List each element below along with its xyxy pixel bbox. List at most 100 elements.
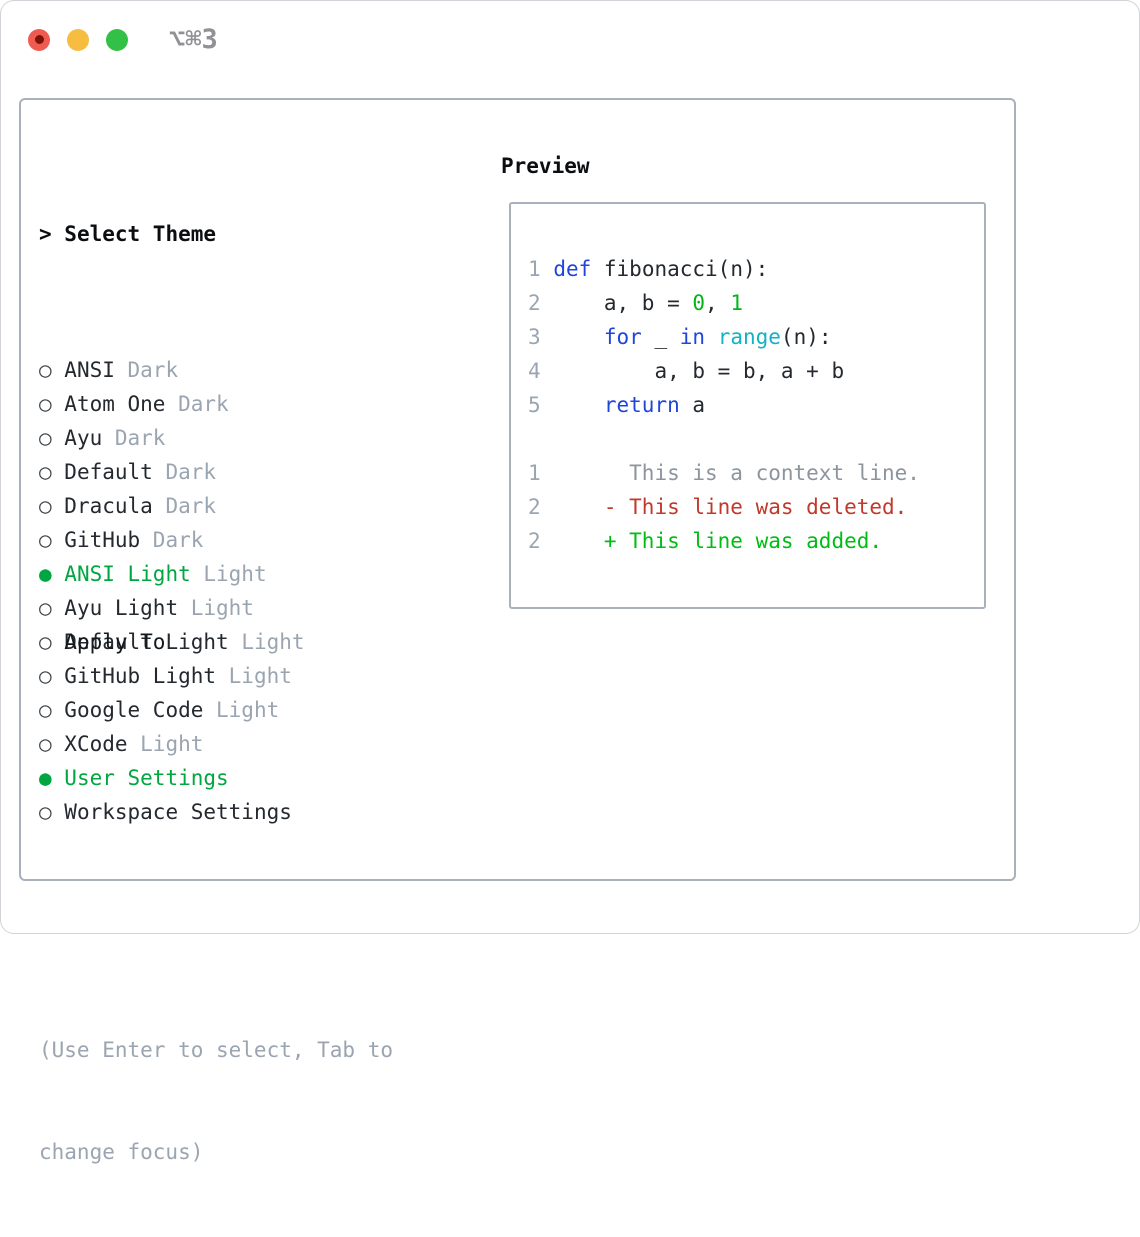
radio-icon: ○	[39, 596, 65, 620]
apply-to-list: ● User Settings○ Workspace Settings	[39, 761, 393, 824]
theme-option-xcode[interactable]: ○ XCode Light	[39, 727, 393, 761]
radio-icon: ○	[39, 494, 65, 518]
theme-name: ANSI	[64, 358, 115, 382]
page-title: Select Theme	[64, 222, 217, 246]
text-segment: 0	[692, 291, 706, 315]
text-segment	[541, 291, 604, 315]
radio-icon: ○	[39, 460, 65, 484]
theme-variant: Light	[216, 664, 292, 688]
prompt-caret: >	[39, 222, 65, 246]
titlebar: ⌥⌘3	[28, 26, 218, 53]
radio-icon: ○	[39, 698, 65, 722]
text-segment: return	[603, 393, 680, 417]
theme-variant: Dark	[152, 460, 217, 484]
preview-line-code-5: 5 return a	[528, 388, 920, 422]
preview-line-blank-6	[528, 422, 920, 456]
theme-name: Ayu	[64, 426, 103, 450]
hint-text-line-1: (Use Enter to select, Tab to	[39, 1038, 394, 1062]
theme-option-ansi-light[interactable]: ● ANSI Light Light	[39, 557, 393, 591]
select-theme-header: > Select Theme	[39, 217, 393, 251]
text-segment: - This line was deleted.	[603, 495, 908, 519]
apply-option-workspace-settings[interactable]: ○ Workspace Settings	[39, 795, 393, 829]
theme-name: Default Light	[64, 630, 229, 654]
text-segment: def	[553, 257, 592, 281]
theme-variant: Dark	[102, 426, 166, 450]
text-segment: 3	[528, 325, 541, 349]
text-segment: 1	[528, 257, 541, 281]
theme-option-ansi[interactable]: ○ ANSI Dark	[39, 353, 393, 387]
theme-option-default-light[interactable]: ○ Default Light Light	[39, 625, 393, 659]
spacer	[39, 897, 393, 931]
theme-option-default[interactable]: ○ Default Dark	[39, 455, 393, 489]
radio-selected-icon: ●	[39, 766, 65, 790]
text-segment: a, b =	[603, 291, 693, 315]
theme-list: ○ ANSI Dark○ Atom One Dark○ Ayu Dark○ De…	[39, 353, 393, 756]
radio-selected-icon: ●	[39, 562, 65, 586]
radio-icon: ○	[39, 664, 65, 688]
theme-name: ANSI Light	[64, 562, 191, 586]
preview-line-code-4: 4 a, b = b, a + b	[528, 354, 920, 388]
apply-option-label: User Settings	[64, 766, 229, 790]
preview-line-code-2: 2 a, b = 0, 1	[528, 286, 920, 320]
text-segment	[541, 257, 554, 281]
theme-variant: Dark	[165, 392, 229, 416]
theme-name: Default	[64, 460, 153, 484]
apply-option-user-settings[interactable]: ● User Settings	[39, 761, 393, 795]
close-button[interactable]	[28, 28, 50, 51]
preview-line-deleted-8: 2 - This line was deleted.	[528, 490, 920, 524]
theme-option-google-code[interactable]: ○ Google Code Light	[39, 693, 393, 727]
text-segment: ,	[705, 291, 731, 315]
text-segment: _	[641, 325, 680, 349]
apply-to-header: Apply To	[64, 630, 166, 654]
theme-name: GitHub Light	[64, 664, 217, 688]
theme-name: Ayu Light	[64, 596, 179, 620]
theme-name: Google Code	[64, 698, 204, 722]
theme-name: GitHub	[64, 528, 141, 552]
preview-line-context-7: 1 This is a context line.	[528, 456, 920, 490]
text-segment: fibonacci(n):	[591, 257, 769, 281]
theme-option-github-light[interactable]: ○ GitHub Light Light	[39, 659, 393, 693]
text-segment	[541, 529, 604, 553]
theme-name: Atom One	[64, 392, 166, 416]
text-segment: 2	[528, 495, 541, 519]
theme-section: > Select Theme ○ ANSI Dark○ Atom One Dar…	[39, 149, 393, 1237]
preview-line-code-3: 3 for _ in range(n):	[528, 320, 920, 354]
text-segment	[541, 325, 604, 349]
theme-name: Dracula	[64, 494, 153, 518]
theme-variant: Light	[203, 698, 280, 722]
theme-option-atom-one[interactable]: ○ Atom One Dark	[39, 387, 393, 421]
radio-icon: ○	[39, 392, 65, 416]
app-window: ⌥⌘3 > Select Theme ○ ANSI Dark○ Atom One…	[0, 0, 1140, 1164]
text-segment: in	[679, 325, 706, 349]
text-segment: range	[717, 325, 781, 349]
theme-variant: Dark	[152, 494, 217, 518]
text-segment: 4	[528, 359, 541, 383]
hint-text-line-2: change focus)	[39, 1140, 204, 1164]
text-segment: a	[679, 393, 706, 417]
theme-option-ayu[interactable]: ○ Ayu Dark	[39, 421, 393, 455]
apply-option-label: Workspace Settings	[64, 800, 292, 824]
radio-icon: ○	[39, 732, 65, 756]
theme-option-dracula[interactable]: ○ Dracula Dark	[39, 489, 393, 523]
theme-picker-panel: > Select Theme ○ ANSI Dark○ Atom One Dar…	[19, 98, 1016, 1164]
text-segment: (n):	[780, 325, 832, 349]
text-segment: + This line was added.	[603, 529, 883, 553]
radio-icon: ○	[39, 426, 65, 450]
text-segment: for	[603, 325, 642, 349]
text-segment: 5	[528, 393, 541, 417]
preview-line-added-9: 2 + This line was added.	[528, 524, 920, 558]
minimize-button[interactable]	[67, 28, 89, 51]
text-segment: 1	[528, 461, 541, 485]
text-segment: 1	[730, 291, 743, 315]
zoom-button[interactable]	[106, 28, 128, 51]
text-segment: 2	[528, 529, 541, 553]
theme-option-ayu-light[interactable]: ○ Ayu Light Light	[39, 591, 393, 625]
text-segment	[541, 393, 604, 417]
text-segment: This is a context line.	[540, 461, 920, 485]
theme-variant: Light	[178, 596, 254, 620]
edited-dot-icon	[34, 35, 44, 44]
text-segment	[705, 325, 718, 349]
theme-option-github[interactable]: ○ GitHub Dark	[39, 523, 393, 557]
